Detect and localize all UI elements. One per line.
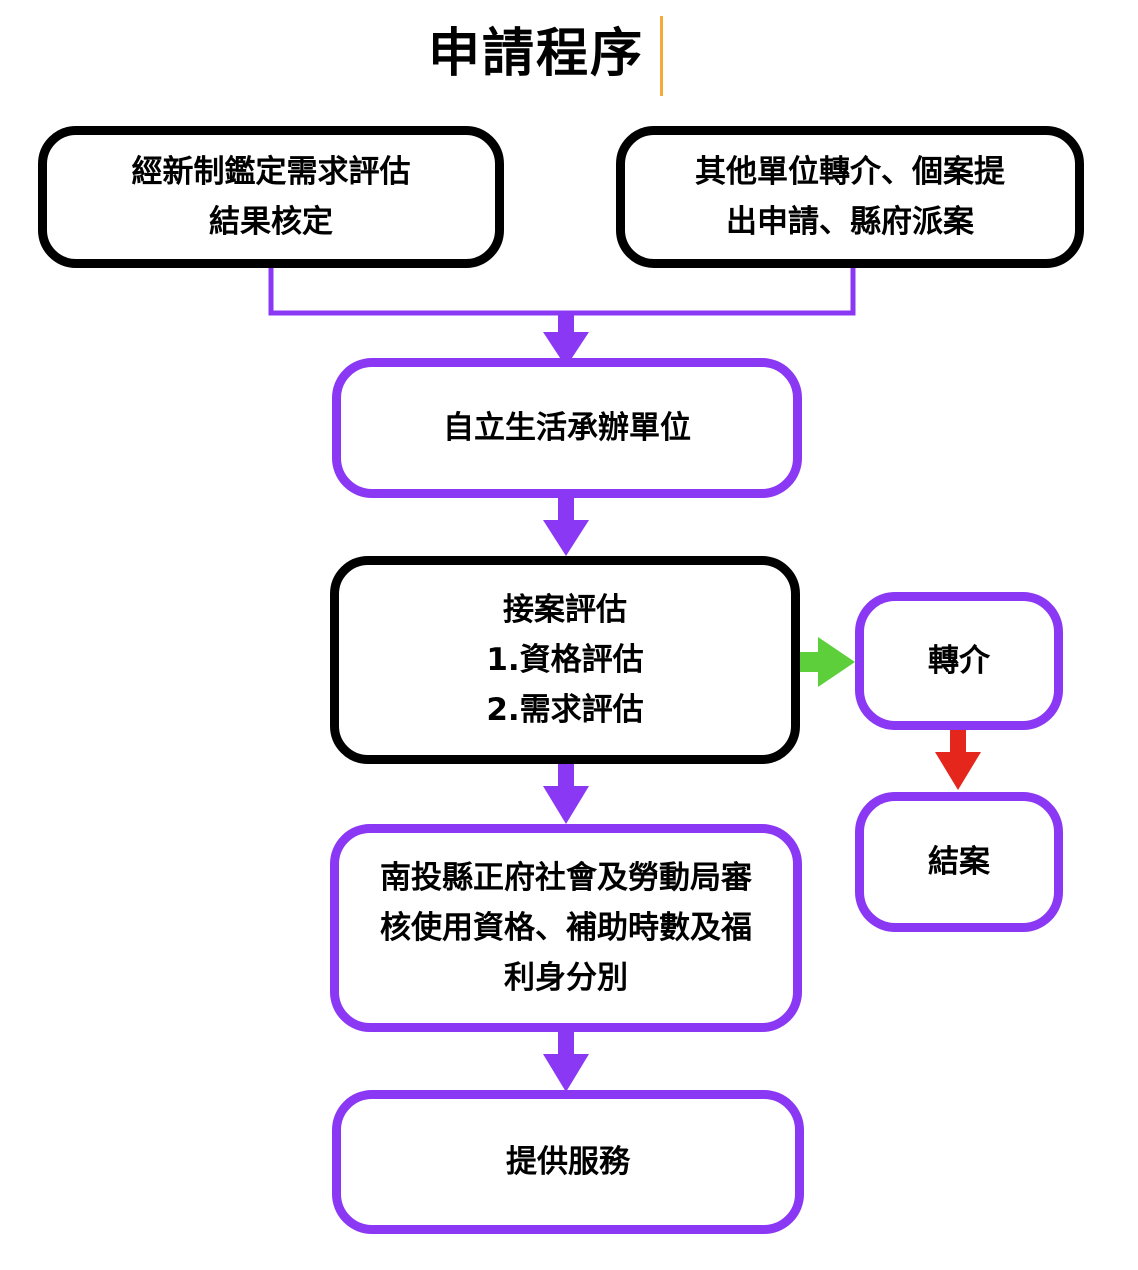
node-review: 南投縣正府社會及勞動局審 核使用資格、補助時數及福 利身分別 (330, 824, 802, 1032)
node-close-case: 結案 (855, 792, 1063, 932)
node-provider: 自立生活承辦單位 (332, 358, 802, 498)
node-label: 轉介 (928, 643, 990, 679)
node-label: 接案評估 1.資格評估 2.需求評估 (486, 592, 644, 728)
node-service: 提供服務 (332, 1090, 804, 1234)
text-cursor (660, 16, 663, 96)
arrow-shaft-green (796, 652, 820, 672)
node-label: 南投縣正府社會及勞動局審 核使用資格、補助時數及福 利身分別 (380, 860, 752, 996)
arrow-head-down (543, 1054, 589, 1092)
arrow-head-right (818, 637, 855, 687)
arrow-head-down (935, 752, 981, 790)
merge-connector (268, 266, 856, 316)
node-label: 提供服務 (506, 1144, 630, 1180)
node-label: 結案 (928, 844, 990, 880)
arrow-head-down (543, 786, 589, 824)
arrow-shaft (558, 496, 574, 522)
arrow-shaft (558, 762, 574, 788)
node-source-referral: 其他單位轉介、個案提 出申請、縣府派案 (616, 126, 1084, 268)
arrow-shaft-red (950, 728, 966, 754)
page-title: 申請程序 (428, 24, 645, 84)
node-label: 其他單位轉介、個案提 出申請、縣府派案 (695, 154, 1005, 240)
arrow-shaft (558, 313, 574, 335)
arrow-shaft (558, 1030, 574, 1056)
node-label: 自立生活承辦單位 (443, 410, 691, 446)
arrow-head-down (543, 520, 589, 556)
node-label: 經新制鑑定需求評估 結果核定 (131, 154, 411, 240)
node-source-assessment: 經新制鑑定需求評估 結果核定 (38, 126, 504, 268)
arrow-head-down (543, 332, 589, 367)
node-referral: 轉介 (855, 592, 1063, 730)
node-intake: 接案評估 1.資格評估 2.需求評估 (330, 556, 800, 764)
